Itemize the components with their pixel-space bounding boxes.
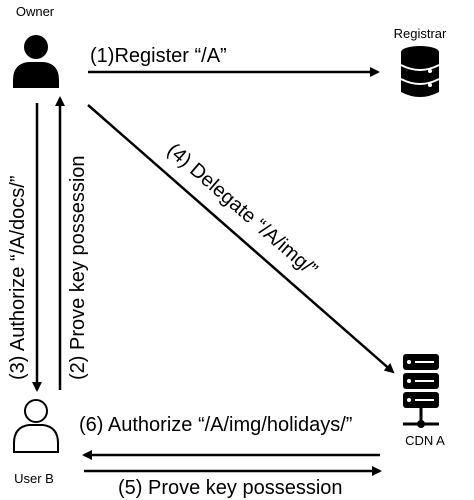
cdn-a-label: CDN A: [405, 433, 445, 448]
user-filled-icon: [13, 35, 59, 88]
server-icon: [403, 354, 439, 428]
prove-owner-label: (2) Prove key possession: [67, 155, 89, 380]
delegate-label: (4) Delegate “/A/img/”: [163, 139, 322, 281]
register-label: (1)Register “/A”: [90, 45, 227, 67]
authorize-docs-label: (3) Authorize “/A/docs/”: [7, 175, 29, 380]
user-outline-icon: [13, 399, 59, 453]
user-b-label: User B: [14, 471, 54, 486]
owner-label: Owner: [16, 4, 55, 19]
database-icon: [400, 46, 440, 97]
registrar-label: Registrar: [394, 26, 447, 41]
authorize-holidays-label: (6) Authorize “/A/img/holidays/”: [79, 414, 352, 436]
prove-cdn-label: (5) Prove key possession: [118, 477, 343, 499]
delegate-arrow: [87, 104, 395, 374]
